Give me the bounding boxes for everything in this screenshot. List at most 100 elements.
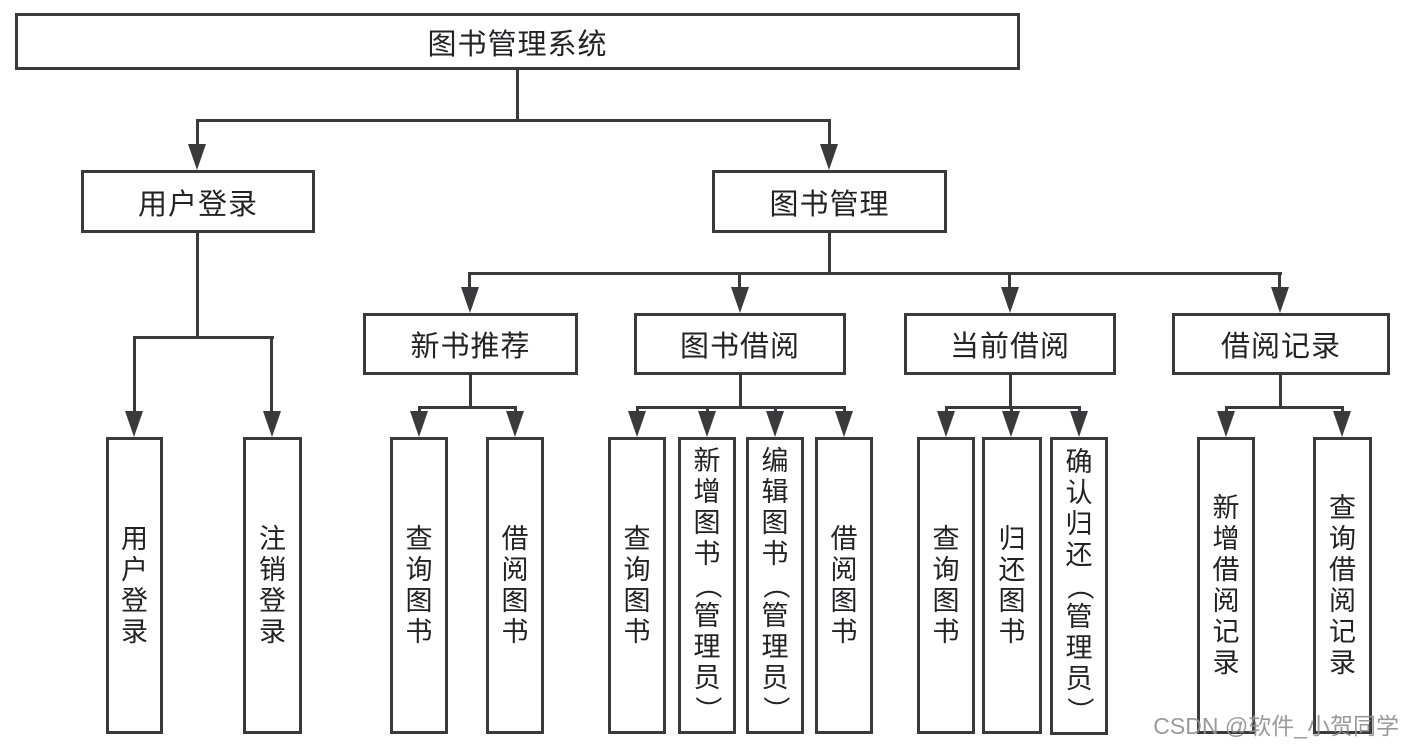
- connector-drop-new-book: [468, 272, 471, 290]
- leaf-current-confirm-return-admin: 确认归还（管理员）: [1050, 437, 1108, 735]
- node-book-management: 图书管理: [712, 170, 947, 233]
- connector-newbook-rail: [418, 406, 517, 409]
- arrow-down-icon: [1217, 411, 1235, 437]
- arrow-down-icon: [1070, 411, 1088, 437]
- connector-records-rail: [1225, 406, 1344, 409]
- node-current-borrow-label: 当前借阅: [949, 331, 1070, 363]
- vertical-char: 员: [693, 663, 721, 693]
- node-library-system: 图书管理系统: [15, 13, 1020, 70]
- node-new-book-recommend: 新书推荐: [363, 313, 578, 375]
- vertical-char: 登: [259, 585, 286, 616]
- connector-bookmgmt-rail: [468, 272, 1282, 275]
- arrow-down-icon: [461, 287, 479, 313]
- leaf-borrow-borrow-books-label: 借阅图书: [818, 442, 870, 729]
- connector-drop-leaf: [270, 336, 273, 414]
- arrow-down-icon: [188, 144, 206, 170]
- leaf-newbook-borrow-books-label: 借阅图书: [489, 442, 541, 729]
- leaf-newbook-query-books-label: 查询图书: [393, 442, 445, 729]
- vertical-char: 编: [761, 446, 789, 476]
- vertical-char: 书: [693, 539, 721, 569]
- connector-drop-leaf: [945, 406, 948, 414]
- vertical-char: 书: [405, 616, 433, 647]
- leaf-current-return-books: 归还图书: [982, 437, 1042, 734]
- vertical-char: 辑: [761, 477, 789, 507]
- arrow-down-icon: [1271, 287, 1289, 313]
- leaf-user-login: 用户登录: [106, 437, 163, 734]
- vertical-char: 增: [693, 477, 721, 507]
- vertical-char: 录: [1329, 647, 1356, 678]
- leaf-logout: 注销登录: [243, 437, 302, 734]
- leaf-current-confirm-return-admin-label: 确认归还（管理员）: [1053, 442, 1105, 730]
- vertical-char: 借: [1212, 554, 1240, 585]
- vertical-char: 查: [1329, 492, 1356, 523]
- vertical-char: 查: [405, 523, 433, 554]
- leaf-records-query-record-label: 查询借阅记录: [1316, 442, 1369, 729]
- vertical-char: 归: [998, 523, 1026, 554]
- vertical-char: 图: [998, 585, 1026, 616]
- connector-drop-leaf: [418, 406, 421, 414]
- vertical-char: 书: [830, 616, 858, 647]
- leaf-borrow-query-books-label: 查询图书: [611, 442, 663, 729]
- connector-drop-leaf: [843, 406, 846, 414]
- node-borrow-records-label: 借阅记录: [1220, 331, 1341, 363]
- vertical-char: （: [760, 572, 791, 599]
- connector-records-stem: [1279, 375, 1282, 408]
- vertical-char: 借: [501, 523, 529, 554]
- connector-userlogin-rail: [133, 336, 274, 339]
- vertical-char: 询: [405, 554, 433, 585]
- connector-userlogin-stem: [196, 233, 199, 338]
- vertical-char: （: [692, 572, 723, 599]
- vertical-char: 登: [121, 585, 148, 616]
- vertical-char: 图: [405, 585, 433, 616]
- connector-drop-leaf: [1010, 406, 1013, 414]
- vertical-char: 询: [1329, 523, 1356, 554]
- vertical-char: 管: [693, 601, 721, 631]
- vertical-char: 书: [932, 616, 960, 647]
- leaf-records-add-record: 新增借阅记录: [1197, 437, 1255, 734]
- vertical-char: 图: [693, 508, 721, 538]
- vertical-char: 书: [501, 616, 529, 647]
- leaf-current-return-books-label: 归还图书: [985, 442, 1039, 729]
- vertical-char: 询: [623, 554, 651, 585]
- vertical-char: 理: [693, 632, 721, 662]
- connector-drop-leaf: [636, 406, 639, 414]
- vertical-char: 销: [259, 554, 286, 585]
- connector-drop-current-borrow: [1008, 272, 1011, 290]
- vertical-char: 新: [693, 446, 721, 476]
- arrow-down-icon: [1333, 411, 1351, 437]
- leaf-newbook-query-books: 查询图书: [390, 437, 448, 734]
- vertical-char: 员: [761, 663, 789, 693]
- connector-currentborrow-stem: [1009, 375, 1012, 408]
- vertical-char: 注: [259, 523, 286, 554]
- vertical-char: 图: [501, 585, 529, 616]
- vertical-char: 增: [1212, 523, 1240, 554]
- vertical-char: 还: [998, 554, 1026, 585]
- vertical-char: （: [1064, 572, 1095, 600]
- connector-drop-book-borrow: [738, 272, 741, 290]
- vertical-char: 书: [761, 539, 789, 569]
- arrow-down-icon: [628, 411, 646, 437]
- connector-root-rail: [196, 119, 831, 122]
- vertical-char: 阅: [1329, 585, 1356, 616]
- vertical-char: ）: [1064, 696, 1095, 724]
- vertical-char: 书: [998, 616, 1026, 647]
- vertical-char: 阅: [1212, 585, 1240, 616]
- leaf-borrow-add-books-admin: 新增图书（管理员）: [678, 437, 736, 734]
- vertical-char: 记: [1212, 616, 1240, 647]
- connector-drop-leaf: [706, 406, 709, 414]
- node-library-system-label: 图书管理系统: [427, 28, 608, 61]
- arrow-down-icon: [263, 411, 281, 437]
- leaf-newbook-borrow-books: 借阅图书: [486, 437, 544, 734]
- leaf-current-query-books: 查询图书: [917, 437, 975, 734]
- vertical-char: 图: [830, 585, 858, 616]
- arrow-down-icon: [1002, 411, 1020, 437]
- vertical-char: 理: [1065, 632, 1093, 663]
- vertical-char: 归: [1065, 508, 1093, 539]
- leaf-records-query-record: 查询借阅记录: [1313, 437, 1372, 734]
- vertical-char: 理: [761, 632, 789, 662]
- node-book-borrow: 图书借阅: [634, 313, 846, 375]
- vertical-char: ）: [760, 696, 791, 723]
- arrow-down-icon: [698, 411, 716, 437]
- leaf-borrow-borrow-books: 借阅图书: [815, 437, 873, 734]
